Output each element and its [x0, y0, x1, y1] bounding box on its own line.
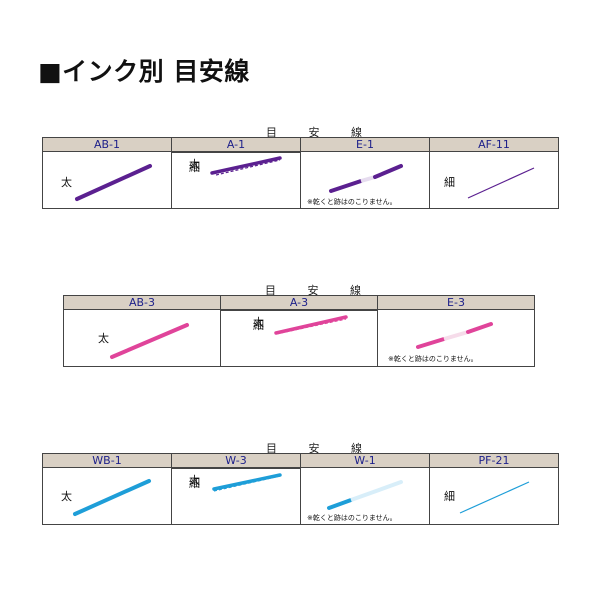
- ink-table-2: AB-3 A-3 E-3 太 太 細: [63, 295, 535, 367]
- thick-line-sample: [274, 315, 348, 335]
- thin-label: 細: [189, 161, 200, 174]
- table-1-label: 目 安 線: [266, 126, 376, 139]
- fading-line-sample: [329, 164, 403, 193]
- thin-line-sample: [459, 481, 530, 514]
- cell-pf-21: 細: [429, 467, 559, 525]
- fading-line-sample: [416, 322, 493, 349]
- column-header: AB-1: [42, 137, 172, 152]
- thick-label: 太: [189, 474, 200, 487]
- thick-line-sample: [110, 323, 189, 359]
- column-header: AF-11: [429, 137, 559, 152]
- cell-a-1: 太 細: [171, 151, 301, 209]
- ink-table-3: WB-1 W-3 W-1 PF-21 太 太 細: [42, 453, 559, 525]
- table-3-label: 目 安 線: [266, 442, 376, 455]
- thin-label: 細: [444, 490, 455, 503]
- thick-line-sample: [73, 479, 151, 516]
- dry-note: ※乾くと跡はのこりません。: [388, 355, 478, 363]
- column-header: W-1: [300, 453, 430, 468]
- dry-note: ※乾くと跡はのこりません。: [307, 514, 397, 522]
- column-header: E-3: [377, 295, 535, 310]
- thick-line-sample: [75, 164, 152, 201]
- thin-label: 細: [189, 477, 200, 490]
- thin-label: 細: [253, 319, 264, 332]
- thick-label: 太: [61, 176, 72, 189]
- thick-line-sample: [210, 156, 282, 175]
- column-header: PF-21: [429, 453, 559, 468]
- thin-dashed-line-sample: [275, 318, 347, 335]
- cell-w-1: ※乾くと跡はのこりません。: [300, 467, 430, 525]
- thin-dashed-line-sample: [213, 475, 281, 492]
- column-header: AB-3: [63, 295, 221, 310]
- cell-a-3: 太 細: [220, 309, 378, 367]
- thin-dashed-line-sample: [215, 159, 281, 176]
- cell-wb-1: 太: [42, 467, 172, 525]
- thin-label: 細: [444, 176, 455, 189]
- column-header: A-1: [171, 137, 301, 152]
- thick-label: 太: [61, 490, 72, 503]
- cell-e-3: ※乾くと跡はのこりません。: [377, 309, 535, 367]
- page-title: ■インク別 目安線: [38, 57, 250, 86]
- cell-ab-3: 太: [63, 309, 221, 367]
- dry-note: ※乾くと跡はのこりません。: [307, 198, 397, 206]
- column-header: WB-1: [42, 453, 172, 468]
- thick-line-sample: [212, 473, 282, 491]
- ink-table-1: AB-1 A-1 E-1 AF-11 太 太 細: [42, 137, 559, 209]
- column-header: W-3: [171, 453, 301, 468]
- cell-w-3: 太 細: [171, 467, 301, 525]
- column-header: E-1: [300, 137, 430, 152]
- thick-label: 太: [98, 332, 109, 345]
- table-2-label: 目 安 線: [265, 284, 375, 297]
- thick-label: 太: [189, 158, 200, 171]
- cell-ab-1: 太: [42, 151, 172, 209]
- fading-line-sample: [327, 480, 403, 510]
- cell-af-11: 細: [429, 151, 559, 209]
- column-header: A-3: [220, 295, 378, 310]
- thick-label: 太: [253, 316, 264, 329]
- cell-e-1: ※乾くと跡はのこりません。: [300, 151, 430, 209]
- thin-line-sample: [467, 167, 535, 199]
